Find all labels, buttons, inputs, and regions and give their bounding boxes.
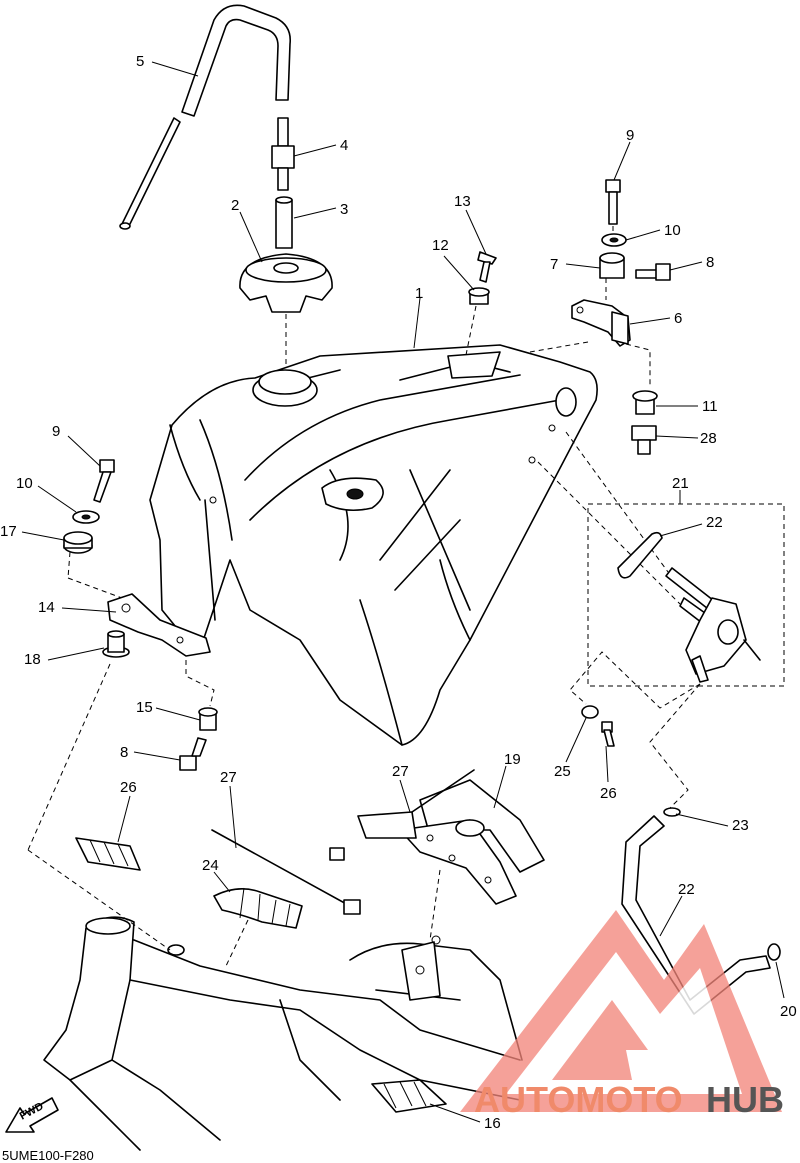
callout-22-lower: 20 [780, 1003, 797, 1020]
callout-11: 11 [702, 398, 718, 415]
part-14-damper [63, 531, 93, 554]
part-26-tape-upper [75, 837, 141, 871]
callout-16: 12 [432, 237, 449, 254]
callout-10-left: 10 [16, 475, 33, 492]
callout-1: 1 [415, 285, 423, 302]
part-25-tape [213, 887, 303, 929]
part-24-screw [601, 721, 615, 747]
part-6-bracket [571, 299, 651, 388]
callout-28: 28 [700, 430, 717, 447]
callout-23: 25 [554, 763, 571, 780]
callout-27-upper: 27 [392, 763, 409, 780]
callout-20: 22 [706, 514, 723, 531]
part-2-fuel-tank-cap [239, 253, 333, 372]
part-3-collar [275, 196, 293, 249]
callout-9-upper: 9 [626, 127, 634, 144]
frame [27, 849, 523, 1151]
part-28-bolt [631, 425, 657, 455]
part-27-band-upper [329, 769, 475, 861]
callout-27-lower: 27 [220, 769, 237, 786]
part-8-bolt-lower [179, 737, 207, 771]
part-18-tank-bracket [399, 779, 545, 905]
callout-5: 5 [136, 53, 144, 70]
part-19-fuel-cock-assembly [537, 431, 785, 687]
part-9-bolt-upper [605, 179, 621, 236]
callout-24: 26 [600, 785, 617, 802]
callout-4: 4 [340, 137, 348, 154]
part-23-washer [581, 705, 599, 719]
part-4-hose-joint [271, 117, 295, 191]
part-15-collar [102, 630, 130, 658]
callout-15: 18 [24, 651, 41, 668]
part-5-breather-hose [119, 4, 292, 230]
automotohub-watermark-logo [460, 910, 782, 1112]
part-20-o-ring [617, 531, 663, 579]
callout-7: 7 [550, 256, 558, 273]
watermark-text-automoto: AUTOMOTO [474, 1079, 683, 1120]
callout-26-lower: 16 [484, 1115, 501, 1132]
callout-6: 6 [674, 310, 682, 327]
callout-8-lower: 8 [120, 744, 128, 761]
callout-14: 17 [0, 523, 17, 540]
callout-10-upper: 10 [664, 222, 681, 239]
callout-19: 21 [672, 475, 689, 492]
callout-leaders [21, 61, 785, 1123]
diagram-code: 5UME100-F280 [2, 1148, 94, 1163]
callout-9-left: 9 [52, 423, 60, 440]
callout-3: 3 [340, 201, 348, 218]
part-10-washer-upper [601, 233, 627, 247]
part-22-clip [767, 943, 781, 961]
part-16-grommet [465, 287, 490, 356]
callout-22-upper: 23 [732, 817, 749, 834]
callout-8-upper: 8 [706, 254, 714, 271]
callout-2: 2 [231, 197, 239, 214]
part-17-screw [477, 251, 497, 283]
callout-17: 13 [454, 193, 471, 210]
part-7-collar [599, 252, 625, 279]
part-12-bracket [107, 593, 211, 657]
callout-26-upper: 26 [120, 779, 137, 796]
part-10-washer-left [72, 510, 100, 524]
callout-labels: 5 4 3 2 1 13 12 9 10 7 8 6 11 28 9 10 17… [0, 53, 797, 1132]
watermark-text-hub: HUB [706, 1079, 784, 1120]
part-13-collar [198, 707, 218, 731]
fwd-arrow-icon: FWD [5, 1097, 59, 1133]
callout-25: 24 [202, 857, 219, 874]
callout-21: 22 [678, 881, 695, 898]
callout-13: 15 [136, 699, 153, 716]
part-8-bolt-upper [605, 263, 671, 300]
part-1-fuel-tank [149, 341, 598, 746]
part-9-bolt-left [93, 459, 115, 503]
callout-18: 19 [504, 751, 521, 768]
callout-12: 14 [38, 599, 55, 616]
part-11-collar [632, 390, 658, 415]
